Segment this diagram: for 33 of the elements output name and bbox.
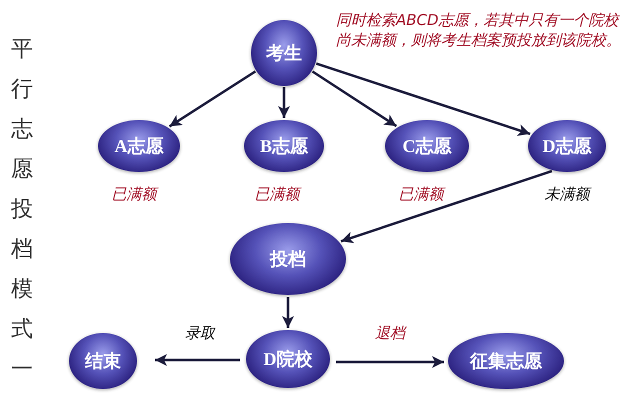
- arrow: [282, 297, 294, 328]
- status-label: 已满额: [398, 185, 444, 203]
- edge-label: 录取: [183, 324, 217, 342]
- edge-label: 退档: [373, 324, 407, 342]
- arrow: [336, 356, 444, 368]
- node-label: 征集志愿: [470, 350, 542, 372]
- node-label: D志愿: [542, 135, 592, 157]
- process-ellipse: [385, 120, 469, 172]
- arrow: [340, 170, 552, 244]
- node-label: 投档: [270, 248, 306, 270]
- arrow: [168, 70, 256, 128]
- process-ellipse: [98, 120, 180, 172]
- arrow: [312, 70, 398, 128]
- node-label: 结束: [85, 350, 121, 372]
- node-label: 考生: [266, 42, 302, 64]
- arrow: [155, 354, 240, 366]
- status-label: 未满额: [544, 185, 590, 203]
- process-ellipse: [246, 330, 330, 388]
- process-ellipse: [528, 120, 606, 172]
- node-label: B志愿: [260, 135, 308, 157]
- node-label: A志愿: [114, 135, 164, 157]
- process-ellipse: [244, 120, 324, 172]
- arrow: [278, 87, 290, 118]
- note-text: 同时检索ABCD志愿，若其中只有一个院校尚未满额，则将考生档案预投放到该院校。: [336, 10, 622, 50]
- status-label: 已满额: [112, 185, 156, 203]
- node-label: C志愿: [402, 135, 452, 157]
- vertical-title: 平行志愿投档模式一: [11, 36, 33, 384]
- end-ellipse: [69, 333, 137, 389]
- node-label: D院校: [264, 348, 312, 370]
- arrow: [316, 62, 530, 136]
- start-circle: [251, 20, 317, 86]
- status-label: 已满额: [254, 185, 300, 203]
- process-ellipse: [230, 223, 346, 295]
